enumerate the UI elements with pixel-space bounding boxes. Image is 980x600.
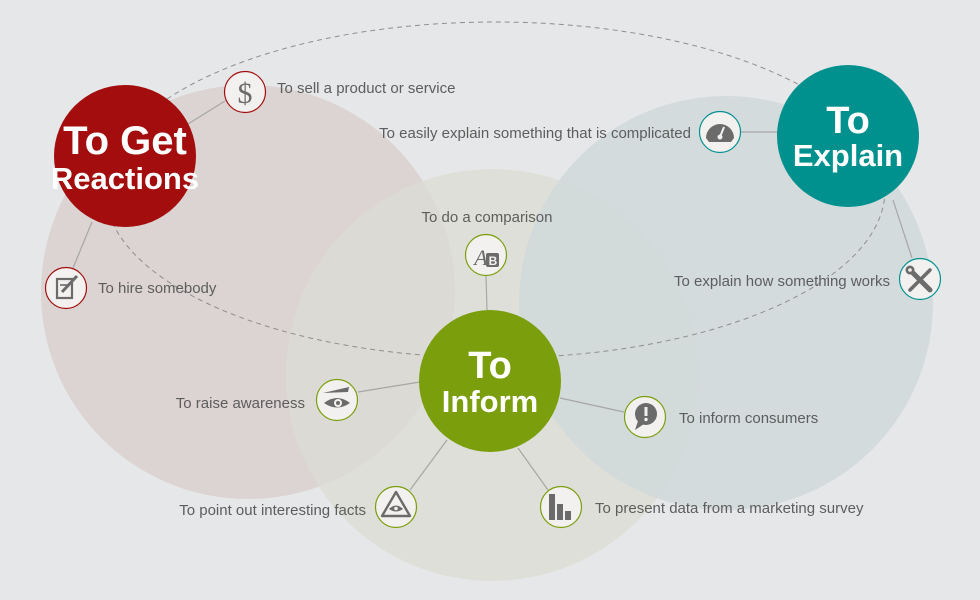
bar-chart-icon	[539, 485, 583, 529]
hub-to-explain: To Explain	[777, 65, 919, 207]
label-do-comparison: To do a comparison	[422, 209, 553, 226]
label-raise-awareness: To raise awareness	[176, 395, 305, 412]
svg-text:$: $	[238, 77, 253, 110]
reactions-hub-line1: To Get	[63, 119, 187, 163]
connector-lines	[72, 100, 913, 491]
label-sell-product: To sell a product or service	[277, 80, 455, 97]
a-b-comparison-icon: A B	[464, 233, 508, 277]
label-explain-how-works: To explain how something works	[674, 273, 890, 290]
dollar-icon: $	[223, 70, 267, 114]
hub-to-inform: To Inform	[419, 310, 561, 452]
hub-to-get-reactions: To Get Reactions	[51, 85, 199, 227]
svg-text:B: B	[489, 254, 498, 268]
label-hire-somebody: To hire somebody	[98, 280, 217, 297]
speech-exclamation-icon	[623, 395, 667, 439]
speedometer-icon	[698, 110, 742, 154]
svg-text:A: A	[472, 245, 488, 270]
inform-hub-line2: Inform	[442, 384, 538, 419]
label-explain-complicated: To easily explain something that is comp…	[379, 125, 691, 142]
label-inform-consumers: To inform consumers	[679, 410, 818, 427]
reactions-hub-line2: Reactions	[51, 161, 199, 196]
inform-hub-circle	[419, 310, 561, 452]
inform-hub-line1: To	[468, 345, 512, 387]
label-present-survey-data: To present data from a marketing survey	[595, 500, 864, 517]
explain-hub-line1: To	[826, 100, 870, 142]
tools-icon	[898, 257, 942, 301]
label-point-out-facts: To point out interesting facts	[179, 502, 366, 519]
edit-form-icon	[44, 266, 88, 310]
pyramid-eye-icon	[374, 485, 418, 529]
reactions-hub-circle	[54, 85, 196, 227]
eye-icon	[315, 378, 359, 422]
explain-hub-circle	[777, 65, 919, 207]
explain-hub-line2: Explain	[793, 138, 903, 173]
